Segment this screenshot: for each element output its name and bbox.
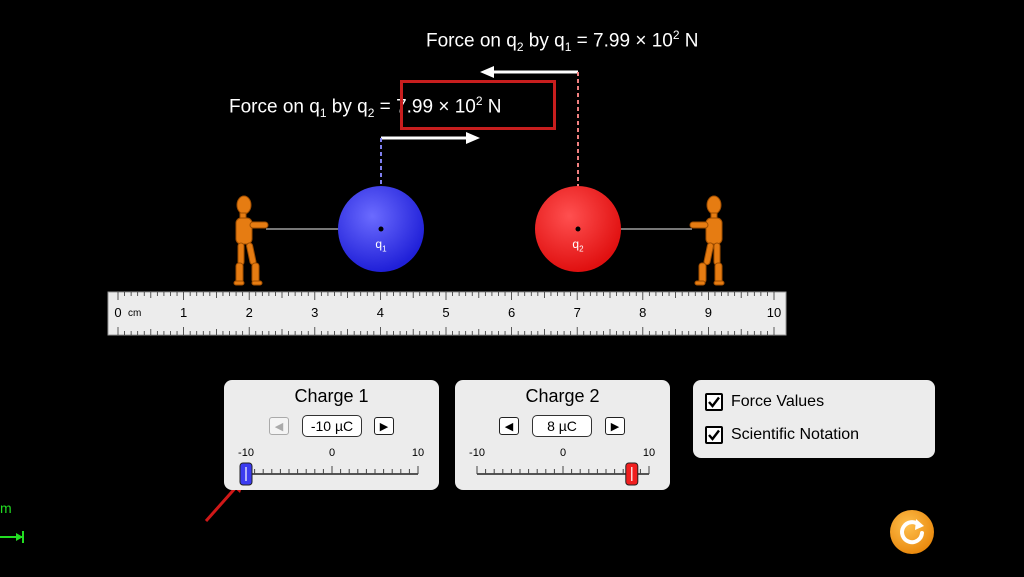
- right-puller-figure-icon[interactable]: [689, 195, 725, 286]
- force-on-q1-value: 7.99 × 10: [396, 96, 476, 118]
- force-on-q2-sub1: 2: [516, 40, 524, 55]
- force-values-option[interactable]: Force Values: [705, 393, 824, 411]
- force-on-q2-prefix: Force on q: [426, 30, 517, 52]
- force-on-q1-equals: =: [374, 96, 397, 118]
- ruler-label-0: 0: [114, 305, 122, 320]
- charge-2-increase-button[interactable]: ▶: [605, 417, 625, 435]
- force-value-highlight-box: [400, 80, 556, 130]
- charge-2-decrease-button[interactable]: ◀: [499, 417, 519, 435]
- ruler-label-4: 4: [376, 305, 385, 320]
- force-on-q2-exponent: 2: [672, 28, 680, 42]
- ruler-label-3: 3: [311, 305, 319, 320]
- ruler-label-9: 9: [704, 305, 713, 320]
- charge-1-slider-mid: 0: [328, 447, 336, 459]
- left-triangle-icon: ◀: [274, 420, 284, 433]
- right-triangle-icon: ▶: [610, 420, 620, 433]
- charge-2-slider[interactable]: [455, 458, 670, 488]
- q2-sub: 2: [579, 244, 584, 254]
- charge-1-slider-min: -10: [238, 447, 254, 459]
- options-panel: Force Values Scientific Notation: [693, 380, 935, 458]
- charge-2-slider-max: 10: [642, 447, 656, 459]
- left-triangle-icon: ◀: [504, 420, 514, 433]
- force-on-q2-sub2: 1: [564, 40, 572, 55]
- charge-1-slider-max: 10: [411, 447, 425, 459]
- scientific-notation-checkbox[interactable]: [705, 426, 723, 444]
- right-triangle-icon: ▶: [379, 420, 389, 433]
- force-on-q1-label: Force on q1 by q2 = 7.99 × 102 N: [229, 94, 502, 120]
- ruler-label-5: 5: [442, 305, 450, 320]
- force-on-q1-unit: N: [482, 96, 502, 118]
- charge-2-slider-min: -10: [469, 447, 485, 459]
- reset-icon: [890, 510, 934, 554]
- reset-button[interactable]: [889, 509, 935, 555]
- force-values-checkbox[interactable]: [705, 393, 723, 411]
- scale-bar-label: m: [0, 500, 12, 516]
- scale-bar: [0, 531, 24, 543]
- charge-1-panel: Charge 1 ◀ -10 µC ▶ -10 0 10: [224, 380, 439, 490]
- force-on-q1-exponent: 2: [475, 94, 483, 108]
- force-on-q1-sub1: 1: [319, 106, 327, 121]
- force-on-q1-mid: by q: [326, 96, 368, 118]
- charge-2-value[interactable]: 8 µC: [532, 415, 592, 437]
- force-on-q2-label: Force on q2 by q1 = 7.99 × 102 N: [426, 28, 699, 54]
- ruler[interactable]: [107, 291, 787, 336]
- charge-2-panel: Charge 2 ◀ 8 µC ▶ -10 0 10: [455, 380, 670, 490]
- q2-center-dot: [575, 226, 581, 232]
- force-on-q2-unit: N: [679, 30, 699, 52]
- left-puller-figure-icon[interactable]: [233, 195, 269, 286]
- ruler-label-6: 6: [507, 305, 516, 320]
- q2-ball-label: q2: [572, 237, 583, 253]
- charge-1-value[interactable]: -10 µC: [302, 415, 362, 437]
- charge-2-title: Charge 2: [525, 386, 600, 406]
- force-arrow-q2: [480, 66, 578, 78]
- scientific-notation-option[interactable]: Scientific Notation: [705, 426, 859, 444]
- q1-center-dot: [378, 226, 384, 232]
- charge-1-title: Charge 1: [294, 386, 369, 406]
- ruler-label-2: 2: [245, 305, 253, 320]
- ruler-unit-label: cm: [128, 308, 142, 319]
- charge-1-decrease-button[interactable]: ◀: [269, 417, 289, 435]
- force-values-label: Force Values: [731, 393, 825, 410]
- scientific-notation-label: Scientific Notation: [731, 426, 860, 443]
- q1-sub: 1: [382, 244, 387, 254]
- q1-symbol: q: [375, 237, 383, 251]
- charge-2-slider-mid: 0: [559, 447, 567, 459]
- ruler-label-10: 10: [766, 305, 782, 320]
- charge-1-slider[interactable]: [224, 458, 439, 488]
- check-icon: [708, 429, 720, 441]
- ruler-label-1: 1: [179, 305, 188, 320]
- charge-1-increase-button[interactable]: ▶: [374, 417, 394, 435]
- force-on-q1-prefix: Force on q: [229, 96, 320, 118]
- force-on-q2-mid: by q: [523, 30, 565, 52]
- q2-symbol: q: [572, 237, 580, 251]
- ruler-label-7: 7: [573, 305, 581, 320]
- force-on-q2-value: = 7.99 × 10: [571, 30, 673, 52]
- ruler-label-8: 8: [639, 305, 647, 320]
- force-on-q1-sub2: 2: [367, 106, 375, 121]
- force-arrow-q1: [381, 132, 480, 144]
- q1-ball-label: q1: [375, 237, 386, 253]
- check-icon: [708, 396, 720, 408]
